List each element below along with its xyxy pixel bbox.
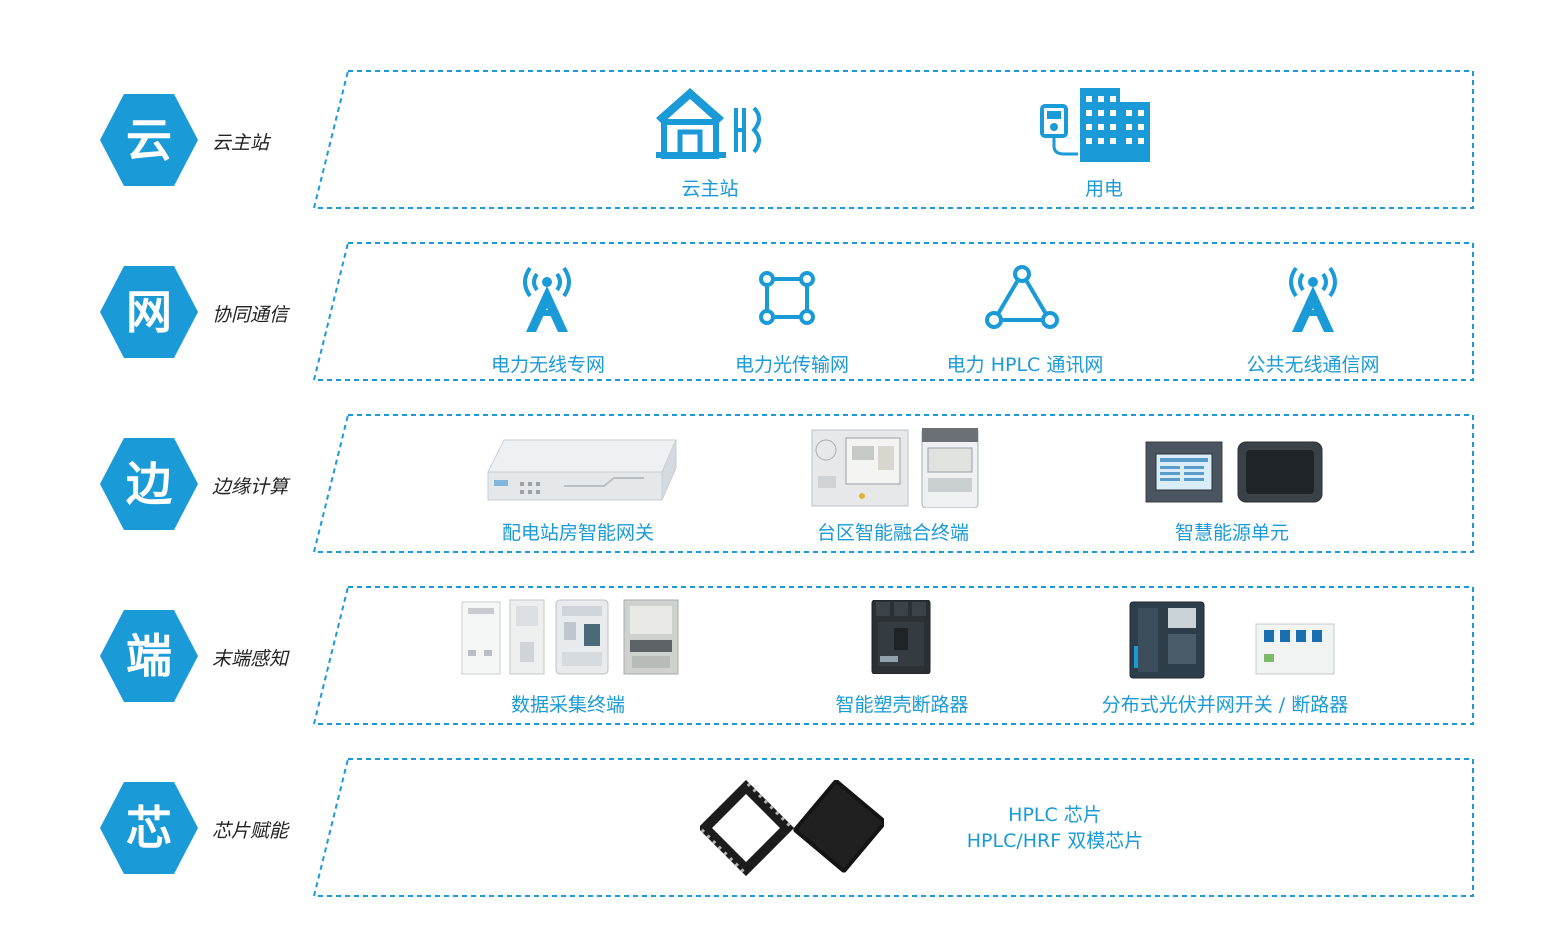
data-terminal-image	[461, 599, 679, 675]
network-triangle-icon	[985, 265, 1059, 329]
fusion-terminal-image	[811, 428, 979, 508]
chip-image	[700, 780, 884, 876]
hex-char: 云	[126, 113, 172, 167]
chip-line: HPLC 芯片	[1008, 804, 1102, 826]
item-label: 电力光传输网	[734, 354, 850, 376]
hex-char: 端	[126, 629, 172, 683]
layer-name: 协同通信	[212, 304, 289, 326]
item-label: 云主站	[681, 178, 739, 200]
network-square-icon	[759, 271, 815, 325]
energy-unit-image	[1145, 441, 1323, 503]
layer-chip: 芯 芯片赋能 HPLC 芯片 HPLC/HRF 双模芯片	[0, 758, 1564, 898]
signal-tower-icon	[1289, 266, 1337, 332]
hex-badge: 边	[100, 438, 198, 530]
layer-name: 云主站	[212, 132, 270, 154]
dashed-frame	[312, 70, 1474, 209]
chip-line: HPLC/HRF 双模芯片	[966, 830, 1144, 852]
dashed-frame	[312, 586, 1474, 725]
pv-switch-image	[1129, 601, 1335, 679]
hex-badge: 云	[100, 94, 198, 186]
building-meter-icon	[1040, 88, 1150, 162]
dashed-frame	[312, 242, 1474, 381]
hex-char: 芯	[126, 801, 172, 855]
item-label: 公共无线通信网	[1246, 354, 1380, 376]
house-icon	[656, 88, 761, 159]
layer-name: 芯片赋能	[212, 820, 289, 842]
item-label: 智能塑壳断路器	[835, 694, 969, 716]
layer-edge: 边 边缘计算 配电站房智能网关 台区智能融合终端	[0, 414, 1564, 554]
hex-char: 边	[126, 457, 172, 511]
layer-terminal: 端 末端感知 数据采集终端 智能塑壳断路器	[0, 586, 1564, 726]
hex-badge: 网	[100, 266, 198, 358]
item-label: 配电站房智能网关	[501, 522, 655, 544]
item-label: 分布式光伏并网开关 / 断路器	[1101, 694, 1349, 716]
rack-gateway-image	[487, 439, 677, 501]
hex-badge: 芯	[100, 782, 198, 874]
chip-text: HPLC 芯片 HPLC/HRF 双模芯片	[967, 802, 1143, 854]
layer-name: 末端感知	[212, 648, 289, 670]
item-label: 台区智能融合终端	[816, 522, 970, 544]
item-label: 电力无线专网	[490, 354, 606, 376]
item-label: 智慧能源单元	[1174, 522, 1290, 544]
hex-badge: 端	[100, 610, 198, 702]
item-label: 用电	[1084, 178, 1124, 200]
item-label: 数据采集终端	[510, 694, 626, 716]
dashed-frame	[312, 414, 1474, 553]
layer-name: 边缘计算	[212, 476, 289, 498]
item-label: 电力 HPLC 通讯网	[946, 354, 1104, 376]
breaker-image	[871, 600, 931, 674]
layer-network: 网 协同通信 电力无线专网 电力光传输网 电力 HPLC 通讯网 公共无线通信网	[0, 242, 1564, 382]
signal-tower-icon	[523, 266, 571, 332]
layer-cloud: 云 云主站 云主站 用电	[0, 70, 1564, 210]
hex-char: 网	[126, 285, 172, 339]
dashed-frame	[312, 758, 1474, 897]
